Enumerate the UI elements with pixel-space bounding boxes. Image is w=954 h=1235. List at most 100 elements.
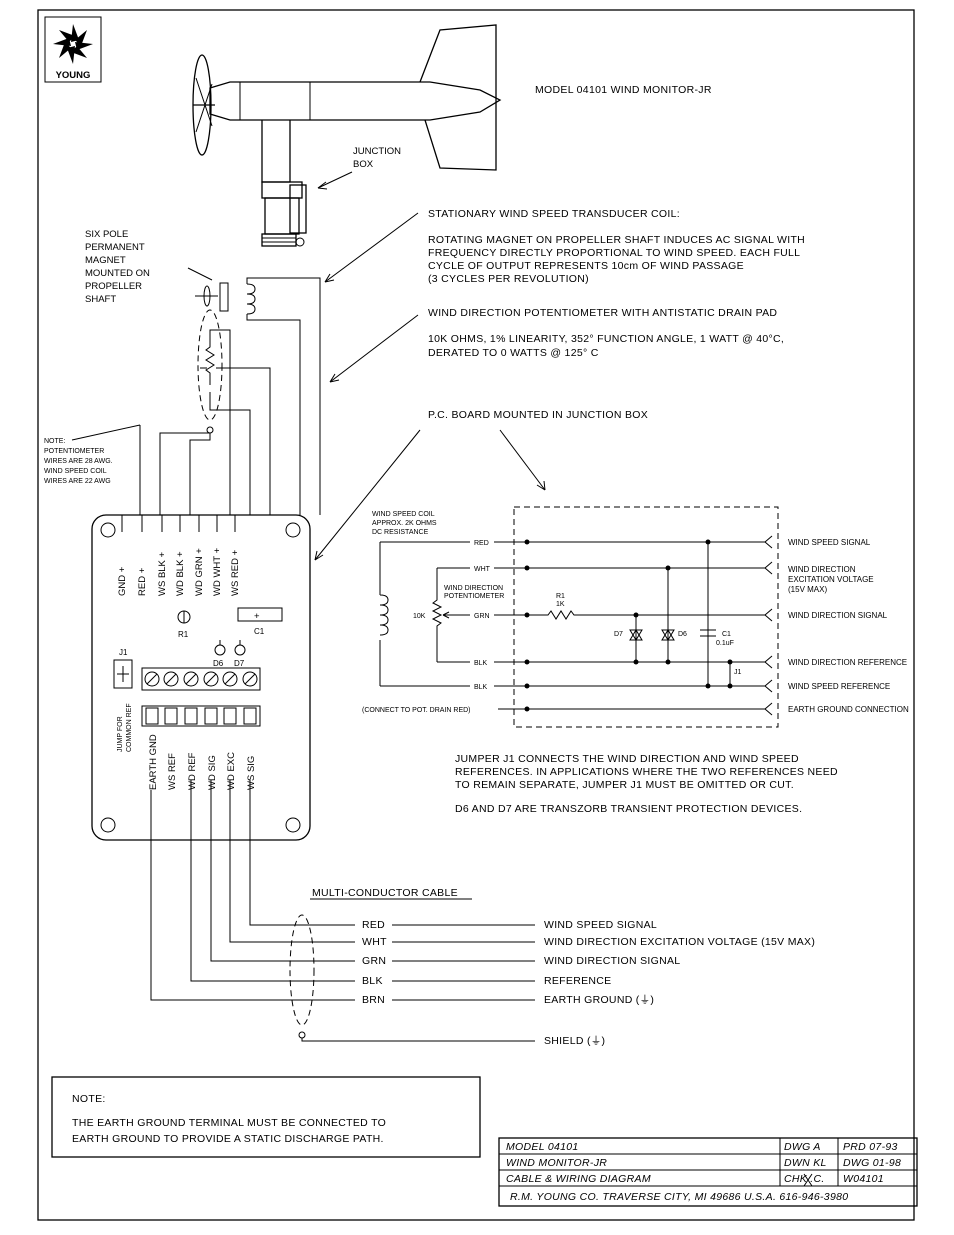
coil-note: STATIONARY WIND SPEED TRANSDUCER COIL: R… bbox=[428, 208, 805, 285]
svg-text:DWN KL: DWN KL bbox=[784, 1157, 827, 1169]
multi-conductor-cable: MULTI-CONDUCTOR CABLE RED WHT GRN BLK BR… bbox=[150, 780, 815, 1047]
svg-text:0.1uF: 0.1uF bbox=[716, 640, 734, 647]
svg-text:SIX POLE: SIX POLE bbox=[85, 229, 128, 240]
svg-text:GND +: GND + bbox=[117, 566, 128, 596]
board-terminal-label: WD BLK + bbox=[175, 551, 186, 596]
svg-text:WIRES ARE 28 AWG.: WIRES ARE 28 AWG. bbox=[44, 458, 113, 465]
svg-text:DERATED TO 0 WATTS @ 125° C: DERATED TO 0 WATTS @ 125° C bbox=[428, 347, 599, 359]
svg-text:WIND MONITOR-JR: WIND MONITOR-JR bbox=[506, 1157, 607, 1169]
d6-component bbox=[214, 644, 226, 656]
svg-text:(3 CYCLES PER REVOLUTION): (3 CYCLES PER REVOLUTION) bbox=[428, 273, 589, 285]
svg-text:EARTH GROUND (⏚): EARTH GROUND (⏚) bbox=[544, 994, 654, 1006]
svg-text:WIND SPEED REFERENCE: WIND SPEED REFERENCE bbox=[788, 682, 890, 691]
svg-text:CABLE & WIRING DIAGRAM: CABLE & WIRING DIAGRAM bbox=[506, 1173, 651, 1185]
svg-text:EARTH GND: EARTH GND bbox=[148, 734, 159, 790]
svg-text:CHK .C.: CHK .C. bbox=[784, 1173, 825, 1185]
svg-text:RED: RED bbox=[474, 540, 489, 547]
svg-text:+: + bbox=[254, 611, 260, 622]
svg-text:D6 AND D7 ARE TRANSZORB TRANSI: D6 AND D7 ARE TRANSZORB TRANSIENT PROTEC… bbox=[455, 803, 802, 815]
svg-text:(CONNECT TO POT. DRAIN RED): (CONNECT TO POT. DRAIN RED) bbox=[362, 707, 471, 714]
svg-text:RED: RED bbox=[362, 919, 385, 931]
board-bottom-label: WD EXC bbox=[226, 752, 237, 790]
svg-text:BRN: BRN bbox=[362, 994, 385, 1006]
svg-text:1K: 1K bbox=[556, 601, 565, 608]
wire-gauge-note: NOTE: POTENTIOMETER WIRES ARE 28 AWG. WI… bbox=[44, 424, 141, 485]
screw-terminal bbox=[222, 671, 238, 687]
svg-text:CYCLE OF OUTPUT REPRESENTS 10c: CYCLE OF OUTPUT REPRESENTS 10cm OF WIND … bbox=[428, 260, 744, 272]
svg-text:NOTE:: NOTE: bbox=[44, 438, 65, 445]
j1-jumper bbox=[113, 659, 133, 689]
svg-text:NOTE:: NOTE: bbox=[72, 1093, 106, 1105]
svg-text:MULTI-CONDUCTOR CABLE: MULTI-CONDUCTOR CABLE bbox=[312, 887, 458, 899]
board-terminal-label: RED + bbox=[137, 567, 148, 596]
checker-signature-mark bbox=[803, 1173, 813, 1187]
svg-text:R.M. YOUNG CO. TRAVERSE CITY,: R.M. YOUNG CO. TRAVERSE CITY, MI 49686 U… bbox=[510, 1191, 848, 1203]
page-border bbox=[37, 9, 915, 1221]
screw-terminal bbox=[203, 671, 219, 687]
svg-text:ROTATING MAGNET ON PROPELLER S: ROTATING MAGNET ON PROPELLER SHAFT INDUC… bbox=[428, 234, 805, 246]
svg-text:JUMPER J1 CONNECTS THE WIND DI: JUMPER J1 CONNECTS THE WIND DIRECTION AN… bbox=[455, 753, 799, 765]
svg-text:WIRES ARE 22 AWG: WIRES ARE 22 AWG bbox=[44, 478, 111, 485]
svg-text:WD GRN +: WD GRN + bbox=[194, 548, 205, 596]
title-block: MODEL 04101 DWG A PRD 07-93 WIND MONITOR… bbox=[498, 1137, 918, 1207]
svg-text:WD EXC: WD EXC bbox=[226, 752, 237, 790]
svg-text:POTENTIOMETER: POTENTIOMETER bbox=[44, 448, 104, 455]
svg-text:RED +: RED + bbox=[137, 567, 148, 596]
svg-text:FREQUENCY DIRECTLY PROPORTIONA: FREQUENCY DIRECTLY PROPORTIONAL TO WIND … bbox=[428, 247, 800, 259]
pcb-label: P.C. BOARD MOUNTED IN JUNCTION BOX bbox=[428, 409, 648, 421]
svg-text:WS REF: WS REF bbox=[167, 753, 178, 790]
board-terminal-label: WS RED + bbox=[230, 549, 241, 596]
jumper-note: JUMPER J1 CONNECTS THE WIND DIRECTION AN… bbox=[455, 753, 838, 815]
earth-ground-note: NOTE: THE EARTH GROUND TERMINAL MUST BE … bbox=[51, 1076, 481, 1158]
board-bottom-label: WD SIG bbox=[207, 755, 218, 790]
svg-text:STATIONARY WIND SPEED TRANSDUC: STATIONARY WIND SPEED TRANSDUCER COIL: bbox=[428, 208, 680, 220]
board-bottom-label: WD REF bbox=[187, 752, 198, 790]
svg-text:WD BLK +: WD BLK + bbox=[175, 551, 186, 596]
d7-label: D7 bbox=[234, 659, 245, 668]
svg-text:10K: 10K bbox=[413, 613, 426, 620]
logo-text: YOUNG bbox=[56, 70, 91, 81]
svg-text:BLK: BLK bbox=[474, 660, 488, 667]
svg-text:WIND DIRECTION: WIND DIRECTION bbox=[444, 585, 503, 592]
board-terminal-label: GND + bbox=[117, 566, 128, 596]
svg-text:MOUNTED ON: MOUNTED ON bbox=[85, 268, 150, 279]
d7-component bbox=[234, 644, 246, 656]
screw-terminal bbox=[183, 671, 199, 687]
svg-text:WIND DIRECTION EXCITATION VOLT: WIND DIRECTION EXCITATION VOLTAGE (15V M… bbox=[544, 936, 815, 948]
svg-text:C1: C1 bbox=[722, 631, 731, 638]
svg-text:TO REMAIN SEPARATE, JUMPER J1: TO REMAIN SEPARATE, JUMPER J1 MUST BE OM… bbox=[455, 779, 794, 791]
svg-text:COMMON REF: COMMON REF bbox=[126, 703, 133, 752]
svg-text:WD WHT +: WD WHT + bbox=[212, 547, 223, 596]
svg-text:THE EARTH GROUND TERMINAL MUST: THE EARTH GROUND TERMINAL MUST BE CONNEC… bbox=[72, 1117, 386, 1129]
svg-text:PRD 07-93: PRD 07-93 bbox=[843, 1141, 898, 1153]
svg-text:JUMP FOR: JUMP FOR bbox=[117, 716, 124, 752]
svg-text:REFERENCES. IN APPLICATIONS WH: REFERENCES. IN APPLICATIONS WHERE THE TW… bbox=[455, 766, 838, 778]
board-bottom-label: WS REF bbox=[167, 753, 178, 790]
svg-text:SHAFT: SHAFT bbox=[85, 294, 116, 305]
junction-box-label-2: BOX bbox=[353, 159, 374, 170]
svg-text:WIND DIRECTION SIGNAL: WIND DIRECTION SIGNAL bbox=[544, 955, 680, 967]
circuit-board: GND +RED +WS BLK +WD BLK +WD GRN +WD WHT… bbox=[91, 514, 311, 841]
svg-text:BLK: BLK bbox=[362, 975, 383, 987]
svg-text:SHIELD (⏚): SHIELD (⏚) bbox=[544, 1035, 605, 1047]
svg-text:EARTH GROUND CONNECTION: EARTH GROUND CONNECTION bbox=[788, 705, 909, 714]
c1-component bbox=[237, 607, 283, 622]
board-terminal-label: WD GRN + bbox=[194, 548, 205, 596]
young-logo: YOUNG bbox=[44, 16, 102, 83]
svg-text:GRN: GRN bbox=[474, 613, 490, 620]
r1-label: R1 bbox=[178, 630, 189, 639]
svg-text:WHT: WHT bbox=[474, 566, 491, 573]
magnet-label: SIX POLE PERMANENT MAGNET MOUNTED ON PRO… bbox=[85, 229, 150, 305]
svg-text:GRN: GRN bbox=[362, 955, 386, 967]
svg-text:DWG 01-98: DWG 01-98 bbox=[843, 1157, 901, 1169]
pcb-schematic: WIND SPEED COIL APPROX. 2K OHMS DC RESIS… bbox=[362, 506, 909, 728]
svg-text:10K OHMS, 1% LINEARITY, 352° F: 10K OHMS, 1% LINEARITY, 352° FUNCTION AN… bbox=[428, 333, 784, 345]
svg-text:WIND DIRECTION SIGNAL: WIND DIRECTION SIGNAL bbox=[788, 611, 888, 620]
svg-text:D6: D6 bbox=[678, 631, 687, 638]
screw-terminal bbox=[144, 671, 160, 687]
svg-text:BLK: BLK bbox=[474, 684, 488, 691]
svg-text:WIND SPEED SIGNAL: WIND SPEED SIGNAL bbox=[788, 538, 871, 547]
svg-text:APPROX. 2K OHMS: APPROX. 2K OHMS bbox=[372, 520, 437, 527]
svg-text:POTENTIOMETER: POTENTIOMETER bbox=[444, 593, 504, 600]
